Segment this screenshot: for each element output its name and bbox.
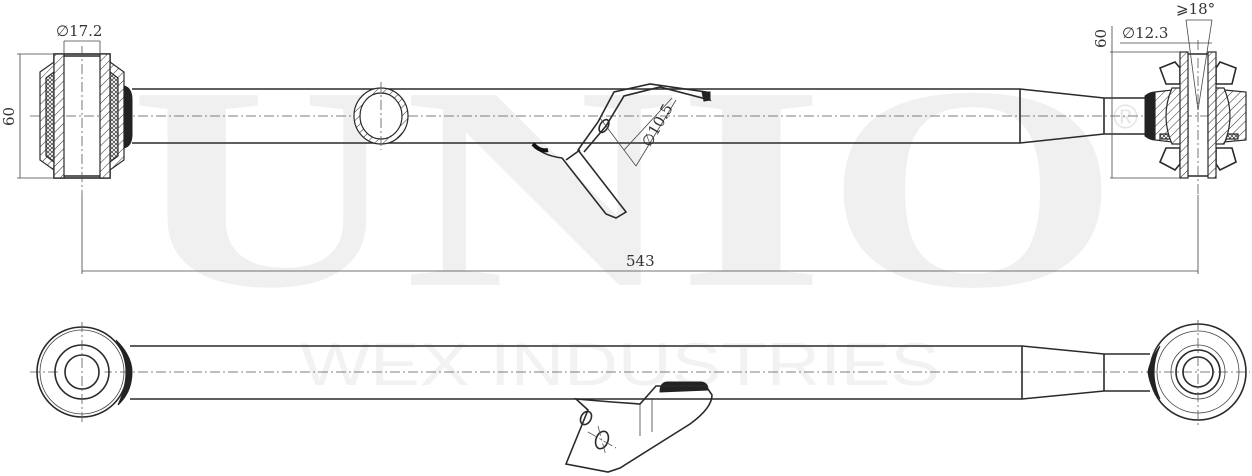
side-view (30, 320, 1250, 473)
left-bushing-width-label: 60 (0, 107, 18, 126)
top-section-view: ∅10.5 60 (0, 0, 1247, 274)
left-dimensions: 60 ∅17.2 (0, 22, 102, 179)
tube-hole (353, 82, 409, 150)
right-dimensions: 60 ∅12.3 ⩾18° (1092, 0, 1215, 179)
overall-length-label: 543 (626, 252, 655, 270)
main-tube (132, 88, 1145, 144)
watermark-brand: UNIO (130, 27, 1120, 348)
side-bracket (564, 381, 713, 473)
left-bore-diameter-label: ∅17.2 (56, 22, 102, 40)
right-bushing-width-label: 60 (1092, 29, 1110, 48)
overall-length-dimension: 543 (81, 195, 1199, 274)
mounting-bracket: ∅10.5 (531, 83, 712, 219)
side-right-eye (1147, 320, 1247, 426)
side-left-eye (36, 322, 133, 422)
right-ball-joint-section (1144, 19, 1247, 195)
watermark: UNIO WEX INDUSTRIES ® (130, 27, 1138, 398)
left-bushing-section (39, 46, 133, 195)
watermark-company: WEX INDUSTRIES (300, 331, 940, 398)
right-angle-label: ⩾18° (1176, 0, 1215, 18)
registered-mark-icon: ® (1113, 98, 1138, 136)
right-bore-diameter-label: ∅12.3 (1122, 24, 1168, 42)
